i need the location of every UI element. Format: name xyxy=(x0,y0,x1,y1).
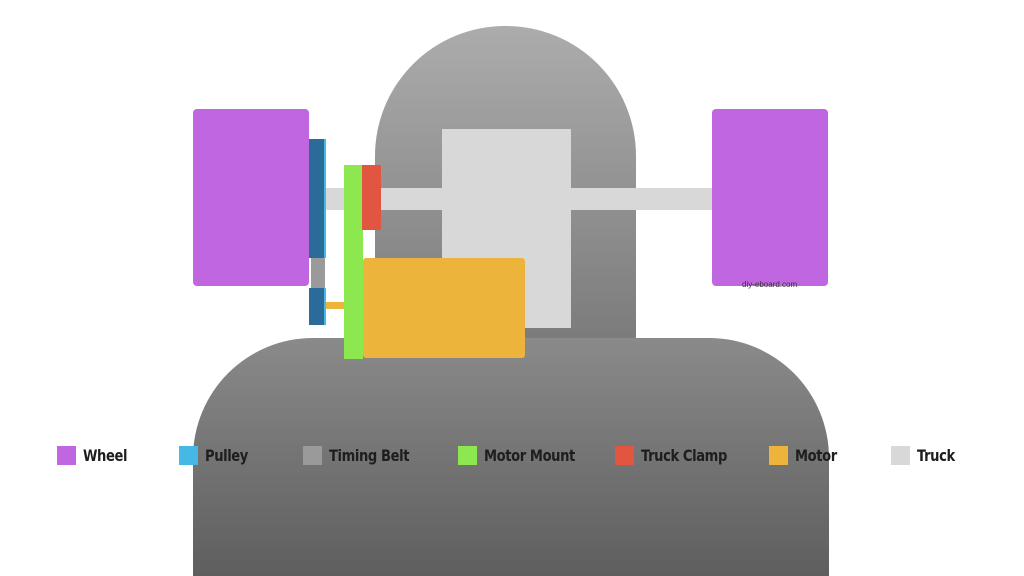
legend-item-truck: Truck xyxy=(891,442,963,468)
motor xyxy=(363,258,525,358)
timing-belt xyxy=(311,258,325,288)
truck-axle xyxy=(326,188,716,210)
board-deck-body xyxy=(193,338,829,576)
truck-clamp xyxy=(362,165,381,230)
legend-label-wheel: Wheel xyxy=(83,445,128,465)
wheel-left xyxy=(193,109,309,286)
motor-mount xyxy=(344,165,363,359)
legend-swatch-truck xyxy=(891,445,910,465)
motor-pulley xyxy=(309,288,326,325)
legend-item-wheel: Wheel xyxy=(57,442,137,468)
wheel-pulley xyxy=(309,139,326,258)
legend-label-truck: Truck xyxy=(917,445,955,465)
motor-shaft xyxy=(326,302,346,309)
watermark: diy-eboard.com xyxy=(742,280,798,289)
wheel-right xyxy=(712,109,828,286)
legend-swatch-wheel xyxy=(57,445,76,465)
